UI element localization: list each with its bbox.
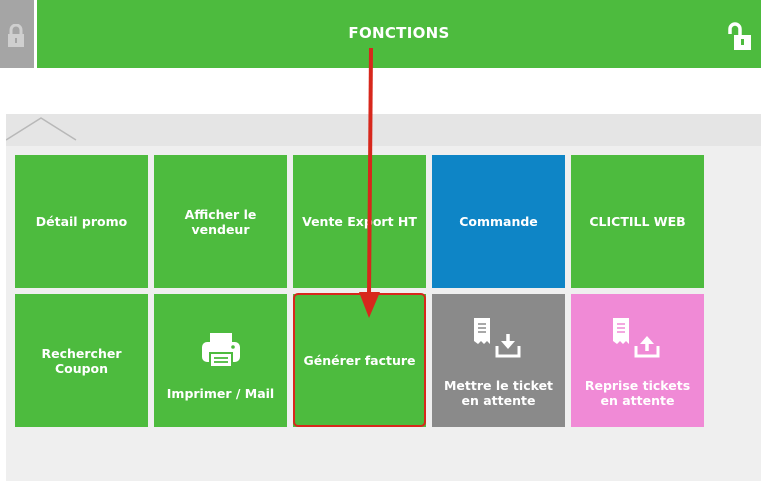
tile-reprise-tickets-attente[interactable]: Reprise tickets en attente [571, 294, 704, 427]
ticket-upload-icon [612, 318, 659, 358]
header-left-panel[interactable] [0, 0, 34, 68]
tile-label: Générer facture [303, 353, 416, 368]
printer-icon [201, 333, 240, 367]
lock-icon[interactable] [6, 24, 26, 48]
tile-label: Reprise tickets en attente [584, 378, 691, 408]
header-separator [34, 0, 37, 68]
tile-detail-promo[interactable]: Détail promo [15, 155, 148, 288]
header-bar: FONCTIONS [0, 0, 761, 68]
tile-imprimer-mail[interactable]: Imprimer / Mail [154, 294, 287, 427]
header-title-bar [37, 0, 761, 68]
page-title: FONCTIONS [348, 24, 450, 42]
tile-label: Commande [459, 214, 538, 229]
tile-label: CLICTILL WEB [589, 214, 686, 229]
unlock-icon[interactable] [727, 22, 753, 52]
tile-label: Imprimer / Mail [166, 386, 275, 401]
tile-label: Vente Export HT [302, 214, 417, 229]
tile-generer-facture[interactable]: Générer facture [293, 294, 426, 427]
collapse-bar[interactable] [6, 114, 761, 146]
tile-afficher-vendeur[interactable]: Afficher le vendeur [154, 155, 287, 288]
tile-clictill-web[interactable]: CLICTILL WEB [571, 155, 704, 288]
tile-label: Rechercher Coupon [41, 345, 122, 376]
tile-label: Afficher le vendeur [184, 206, 257, 237]
tile-vente-export-ht[interactable]: Vente Export HT [293, 155, 426, 288]
tile-label: Mettre le ticket en attente [443, 378, 554, 408]
tile-rechercher-coupon[interactable]: Rechercher Coupon [15, 294, 148, 427]
tile-mettre-ticket-attente[interactable]: Mettre le ticket en attente [432, 294, 565, 427]
tile-commande[interactable]: Commande [432, 155, 565, 288]
ticket-download-icon [473, 318, 520, 358]
tile-label: Détail promo [35, 214, 128, 229]
chevron-up-icon[interactable] [6, 114, 86, 146]
